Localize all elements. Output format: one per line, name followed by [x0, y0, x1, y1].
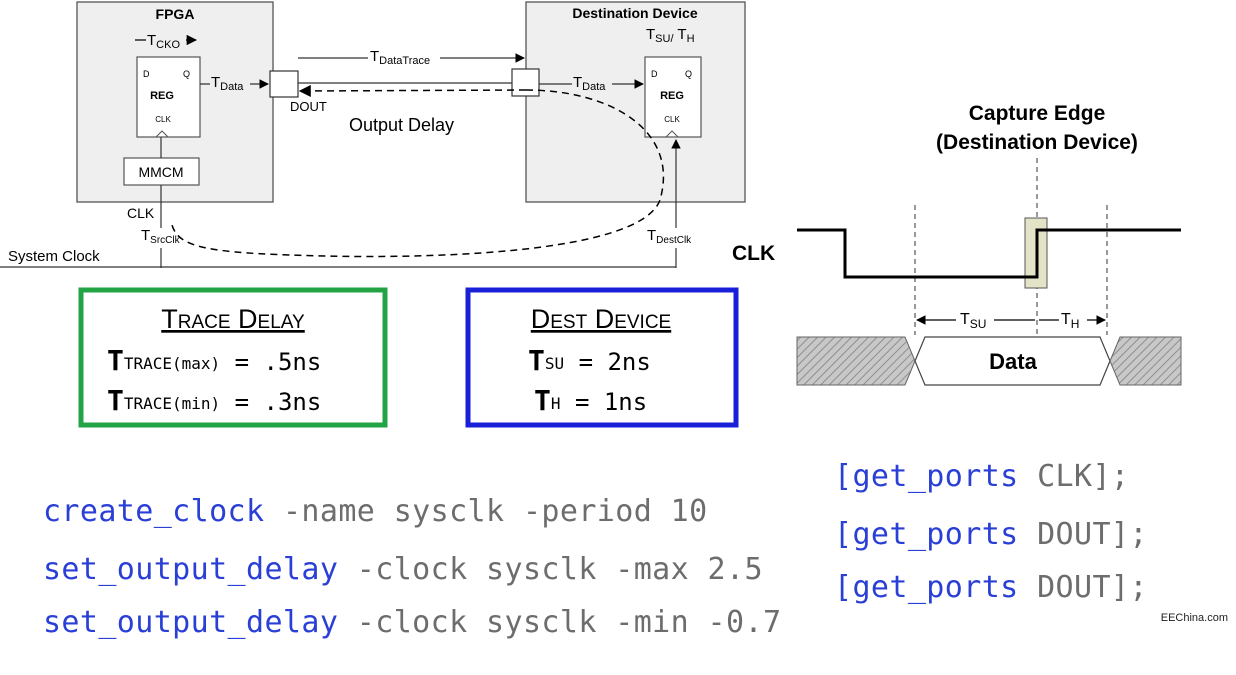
system-clock-label: System Clock [8, 248, 100, 265]
tcko-label: TCKO [147, 32, 180, 51]
clk-waveform [797, 228, 1181, 279]
dout-pad [269, 70, 299, 98]
tsrcclk-label: TSrcClk [141, 227, 181, 246]
code-args: -clock sysclk -min -0.7 [338, 605, 782, 640]
output-delay-label: Output Delay [349, 115, 454, 135]
fpga-reg-d: D [143, 69, 150, 79]
code-command: create_clock [42, 494, 265, 529]
fpga-tdata-label: TData [211, 74, 244, 93]
code-args: -clock sysclk -max 2.5 [338, 552, 763, 587]
fpga-clk-label: CLK [127, 205, 155, 221]
destination-register [644, 56, 702, 138]
tsu-th-label: TSU/ TH [646, 26, 695, 45]
destination-title: Destination Device [572, 5, 697, 21]
dest-reg-label: REG [660, 90, 684, 102]
dest-reg-clk: CLK [664, 115, 680, 124]
dest-tdata-label: TData [573, 74, 606, 93]
code-line-create-clock: create_clock -name sysclk -period 10 [ge… [6, 459, 1129, 564]
dest-th-line: TH = 1ns [534, 384, 647, 417]
timing-th-label: TH [1061, 311, 1079, 331]
dout-label: DOUT [290, 99, 327, 114]
trace-delay-title: Trace Delay [161, 304, 305, 334]
fpga-reg-label: REG [150, 90, 174, 102]
code-get-ports: [get_ports [834, 459, 1019, 494]
destination-block [525, 1, 746, 203]
code-command: set_output_delay [42, 605, 339, 640]
code-get-ports: [get_ports [834, 570, 1019, 605]
code-command: set_output_delay [42, 552, 339, 587]
code-port: DOUT]; [1018, 517, 1148, 552]
fpga-reg-clk: CLK [155, 115, 171, 124]
tdestclk-label: TDestClk [647, 227, 692, 246]
timing-clk-label: CLK [732, 242, 775, 265]
code-port: CLK]; [1018, 459, 1130, 494]
tdatatrace-label: TDataTrace [370, 48, 430, 67]
code-line-output-delay-max: set_output_delay -clock sysclk -max 2.5 … [6, 517, 1148, 622]
data-valid-window [914, 336, 1111, 386]
code-args: -name sysclk -period 10 [264, 494, 708, 529]
dest-tsu-line: TSU = 2ns [528, 344, 651, 377]
mmcm-label: MMCM [138, 164, 183, 180]
capture-edge-title-2: (Destination Device) [936, 131, 1138, 154]
data-hatch-left [796, 336, 916, 386]
timing-diagram: FPGA TCKO D Q REG CLK MMCM CLK TSrcClk T… [0, 1, 1182, 428]
dest-reg-q: Q [685, 69, 692, 79]
dest-device-title: Dest Device [531, 304, 671, 334]
dest-device-box [465, 287, 739, 428]
code-get-ports: [get_ports [834, 517, 1019, 552]
code-line-output-delay-min: set_output_delay -clock sysclk -min -0.7… [6, 570, 1148, 675]
data-hatch-right [1109, 336, 1182, 386]
fpga-register [136, 56, 201, 138]
capture-edge-title-1: Capture Edge [969, 102, 1106, 125]
trace-min-line: TTRACE(min) = .3ns [107, 384, 321, 417]
dest-reg-d: D [651, 69, 658, 79]
trace-max-line: TTRACE(max) = .5ns [107, 344, 321, 377]
dest-input-pad [511, 68, 540, 97]
timing-tsu-label: TSU [960, 311, 986, 331]
code-port: DOUT]; [1018, 570, 1148, 605]
trace-delay-box [78, 287, 388, 428]
credit-text: EEChina.com [1160, 612, 1228, 624]
fpga-title: FPGA [156, 6, 195, 22]
data-label: Data [989, 349, 1037, 374]
fpga-reg-q: Q [183, 69, 190, 79]
